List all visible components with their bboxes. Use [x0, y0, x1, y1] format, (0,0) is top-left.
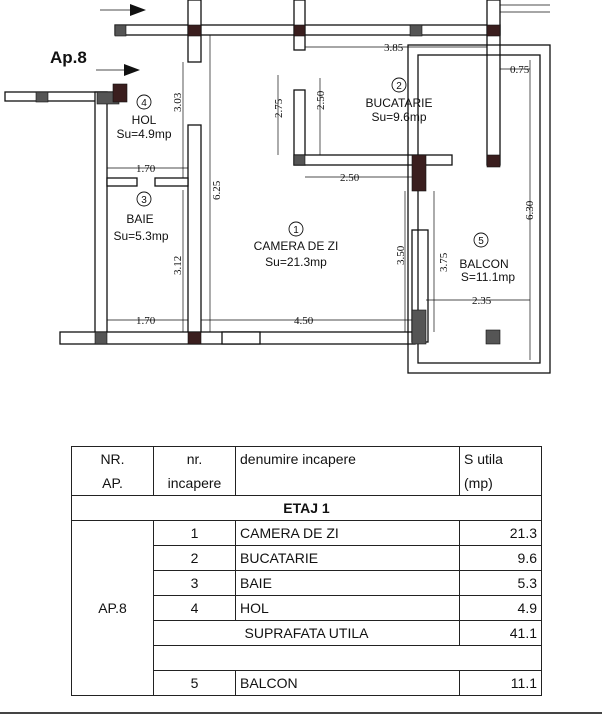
dim-label: 2.50: [315, 90, 327, 110]
dim-label: 6.30: [524, 200, 536, 220]
room-3-label: 3 BAIE Su=5.3mp: [113, 191, 169, 243]
floor-row: ETAJ 1: [71, 495, 542, 521]
svg-text:Su=21.3mp: Su=21.3mp: [265, 255, 327, 269]
entry-arrow-top: [100, 4, 146, 16]
room-nr: 3: [153, 570, 236, 596]
apartment-label: Ap.8: [50, 48, 87, 67]
svg-text:3: 3: [141, 195, 147, 206]
room-name: BAIE: [235, 570, 460, 596]
room-name: HOL: [235, 595, 460, 621]
structural-posts: [35, 24, 501, 345]
room-area: 4.9: [459, 595, 542, 621]
dim-label: 1.70: [136, 163, 156, 175]
room-area: 21.3: [459, 520, 542, 546]
table-header-row: NR. nr. denumire incapere S utila: [71, 446, 542, 471]
total-value: 41.1: [459, 620, 542, 646]
room-name: BUCATARIE: [235, 545, 460, 571]
header-denumire: denumire incapere: [235, 446, 460, 471]
room-5-label: 5 BALCON S=11.1mp: [459, 232, 515, 284]
dim-label: 4.50: [294, 315, 314, 327]
room-area: 11.1: [459, 670, 542, 696]
svg-text:5: 5: [478, 236, 484, 247]
header-nr-ap: NR.: [71, 446, 154, 471]
room-name: CAMERA DE ZI: [235, 520, 460, 546]
room-2-label: 2 BUCATARIE Su=9.6mp: [366, 77, 433, 124]
table-row: 3 BAIE 5.3: [72, 570, 542, 596]
room-area: 9.6: [459, 545, 542, 571]
table-row: AP.8 1 CAMERA DE ZI 21.3: [71, 520, 542, 696]
room-nr: 4: [153, 595, 236, 621]
room-name: BALCON: [235, 670, 460, 696]
dim-label: 3.85: [384, 42, 404, 54]
room-4-label: 4 HOL Su=4.9mp: [116, 94, 172, 141]
floor-plan: Ap.8: [4, 0, 551, 374]
room-area: 5.3: [459, 570, 542, 596]
dim-label: 0.75: [510, 64, 530, 76]
header-s-utila: S utila: [459, 446, 542, 471]
header-nr-incapere: incapere: [153, 471, 236, 496]
dim-label: 2.50: [340, 172, 360, 184]
dim-label: 2.75: [273, 98, 285, 118]
room-nr: 5: [153, 670, 236, 696]
room-nr: 1: [153, 520, 236, 546]
dim-label: 1.70: [136, 315, 156, 327]
svg-text:BUCATARIE: BUCATARIE: [366, 96, 433, 110]
entry-arrow-ap8: [96, 64, 140, 76]
header-nr-incapere: nr.: [153, 446, 236, 471]
svg-text:Su=9.6mp: Su=9.6mp: [371, 110, 426, 124]
room-1-label: 1 CAMERA DE ZI Su=21.3mp: [254, 221, 339, 269]
table-row: 2 BUCATARIE 9.6: [72, 545, 542, 571]
svg-text:4: 4: [141, 98, 147, 109]
svg-text:Su=5.3mp: Su=5.3mp: [113, 229, 168, 243]
room-nr: 2: [153, 545, 236, 571]
svg-text:BALCON: BALCON: [459, 257, 508, 271]
svg-text:1: 1: [293, 225, 299, 236]
area-table: NR. nr. denumire incapere S utila AP. in…: [71, 446, 542, 696]
dim-label: 3.12: [172, 256, 184, 275]
bottom-divider: [0, 712, 602, 714]
balcony-row: 5 BALCON 11.1: [72, 670, 542, 696]
dim-label: 2.35: [472, 295, 492, 307]
dimension-labels: 3.85 0.75 2.75 2.50 3.03 1.70 6.25 2.50 …: [136, 42, 536, 327]
dim-label: 3.50: [395, 245, 407, 265]
header-s-utila: (mp): [459, 471, 542, 496]
svg-text:CAMERA DE ZI: CAMERA DE ZI: [254, 239, 339, 253]
total-label: SUPRAFATA UTILA: [153, 620, 460, 646]
header-denumire: [235, 471, 460, 496]
dimension-lines: [107, 35, 531, 360]
svg-text:2: 2: [396, 81, 402, 92]
empty-cell: [153, 645, 542, 671]
dim-label: 3.03: [172, 92, 184, 112]
header-nr-ap: AP.: [71, 471, 154, 496]
svg-text:HOL: HOL: [132, 113, 157, 127]
table-header-row: AP. incapere (mp): [71, 471, 542, 496]
floor-label: ETAJ 1: [71, 495, 542, 521]
svg-text:BAIE: BAIE: [126, 212, 153, 226]
svg-text:Su=4.9mp: Su=4.9mp: [116, 127, 171, 141]
svg-text:S=11.1mp: S=11.1mp: [461, 270, 515, 284]
dim-label: 6.25: [211, 180, 223, 200]
spacer-row: [72, 645, 542, 671]
dim-label: 3.75: [438, 252, 450, 272]
apartment-cell: AP.8: [71, 520, 154, 696]
